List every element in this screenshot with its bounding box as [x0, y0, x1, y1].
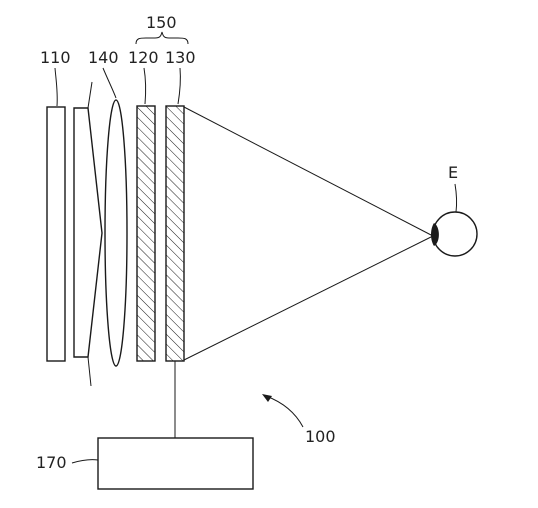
leader-120 — [143, 67, 147, 105]
display-panel-110 — [46, 106, 66, 362]
label-120: 120 — [128, 48, 159, 67]
layer-120 — [136, 105, 156, 362]
eye-E — [432, 211, 478, 257]
label-100: 100 — [305, 427, 336, 446]
group-150-brace — [135, 31, 189, 45]
label-170: 170 — [36, 453, 67, 472]
wedge-plate-top-tail — [87, 81, 93, 109]
device-100-leader — [265, 395, 304, 428]
lens-140 — [104, 99, 128, 367]
leader-140 — [102, 67, 117, 99]
view-cone-top — [183, 106, 434, 237]
leader-130 — [177, 67, 181, 105]
leader-E — [454, 183, 458, 213]
label-E: E — [448, 163, 458, 182]
view-cone-bottom — [183, 235, 434, 361]
eye-pupil — [431, 223, 439, 246]
layer-130 — [165, 105, 185, 362]
controller-170 — [97, 437, 254, 490]
label-140: 140 — [88, 48, 119, 67]
device-100-arrowhead — [262, 394, 272, 402]
label-110: 110 — [40, 48, 71, 67]
label-150: 150 — [146, 13, 177, 32]
label-130: 130 — [165, 48, 196, 67]
leader-170 — [71, 459, 99, 464]
wedge-plate-bottom-tail — [87, 356, 92, 387]
leader-110 — [54, 67, 58, 107]
wedge-plate — [73, 107, 103, 358]
